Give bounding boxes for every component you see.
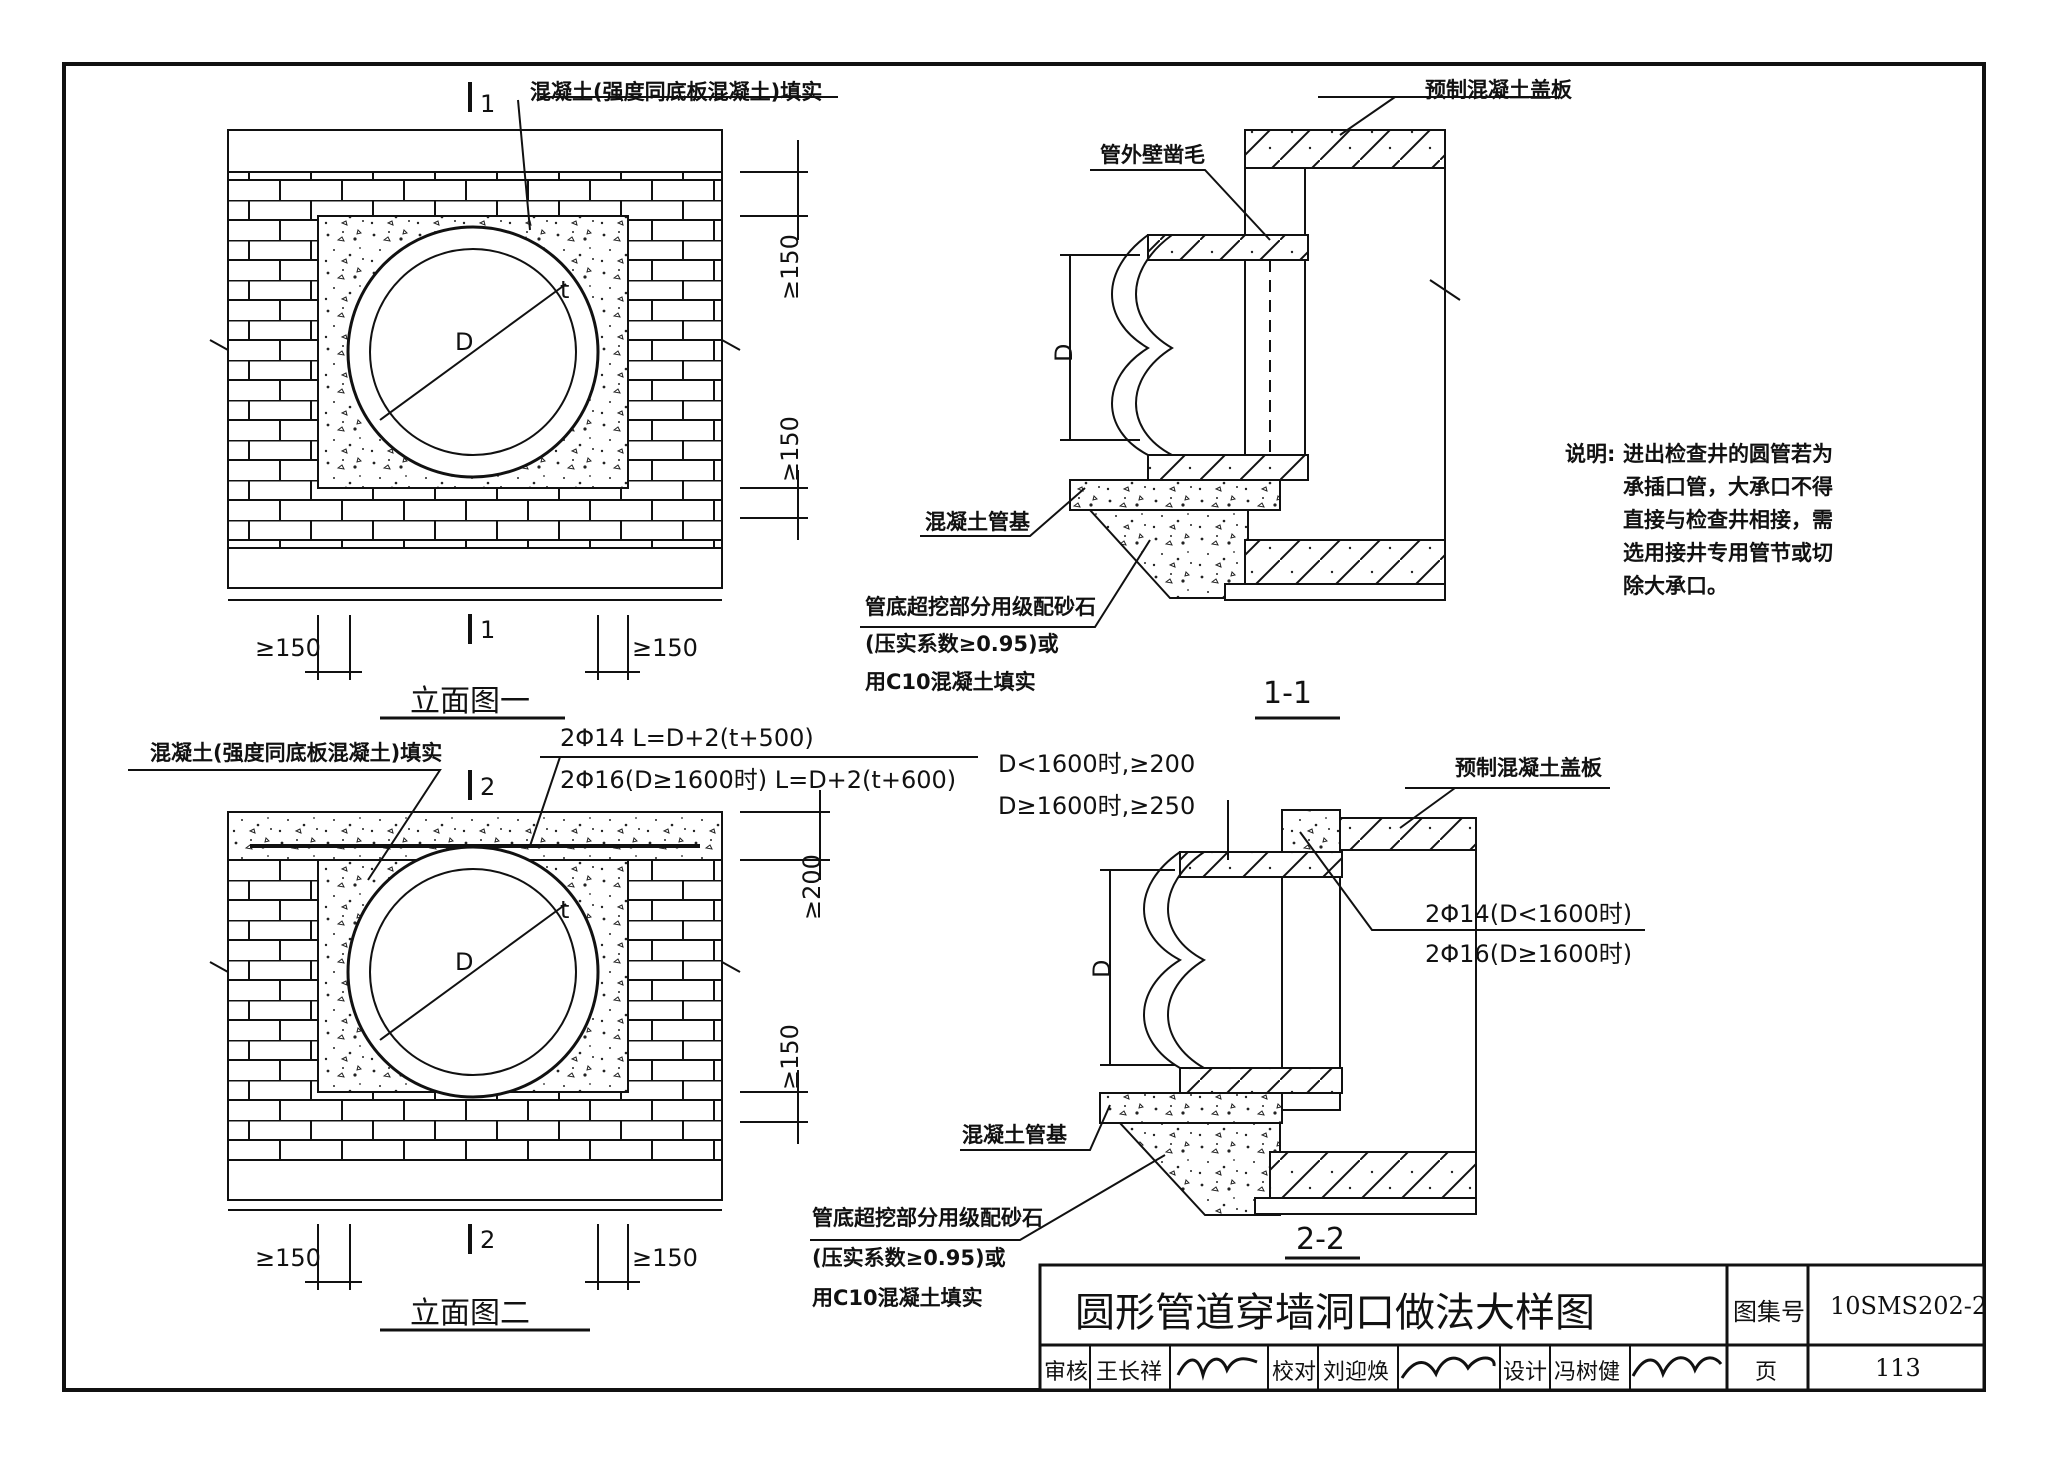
design-label: 设计 — [1503, 1360, 1548, 1385]
atlas-label: 图集号 — [1733, 1298, 1805, 1326]
elev1-dim-bottom: ≥150 — [776, 416, 804, 482]
elev2-rebar-line2: 2Φ16(D≥1600时) L=D+2(t+600) — [560, 766, 957, 794]
drawing-frame — [62, 62, 1986, 1392]
sec2-rebar-1: 2Φ14(D<1600时) — [1425, 900, 1633, 928]
review-label: 审核 — [1044, 1360, 1089, 1385]
sec2-cover-slab: 预制混凝土盖板 — [1455, 756, 1602, 780]
elev1-dim-top: ≥150 — [776, 234, 804, 300]
note-line-5: 除大承口。 — [1623, 574, 1728, 598]
elev1-thickness: t — [560, 276, 570, 304]
note-line-1: 进出检查井的圆管若为 — [1623, 442, 1833, 466]
note-line-3: 直接与检查井相接，需 — [1623, 508, 1833, 532]
explanation-note: 说明: 进出检查井的圆管若为 承插口管，大承口不得 直接与检查井相接，需 选用接… — [1565, 438, 1855, 603]
elev2-section-mark-top: 2 — [480, 773, 496, 801]
note-line-4: 选用接井专用管节或切 — [1623, 541, 1833, 565]
note-line-2: 承插口管，大承口不得 — [1623, 475, 1833, 499]
elev2-rebar-line1: 2Φ14 L=D+2(t+500) — [560, 724, 814, 752]
elevation-2 — [128, 756, 978, 1332]
section-2-2 — [810, 787, 1645, 1260]
elev1-fill-note: 混凝土(强度同底板混凝土)填实 — [530, 80, 823, 104]
elev2-section-mark-bottom: 2 — [480, 1226, 496, 1254]
elev2-dim-bottom: ≥150 — [776, 1024, 804, 1090]
sec2-pipe-base: 混凝土管基 — [962, 1123, 1067, 1147]
elev1-dim-left: ≥150 — [255, 634, 321, 662]
sec2-cond-2: D≥1600时,≥250 — [998, 792, 1196, 820]
elev2-thickness: t — [560, 896, 570, 924]
sec1-overdig-2: (压实系数≥0.95)或 — [865, 632, 1059, 656]
section-1-1 — [860, 96, 1560, 720]
note-label: 说明: — [1565, 442, 1616, 466]
checker-name: 刘迎焕 — [1323, 1360, 1390, 1385]
elev1-diameter: D — [455, 328, 474, 356]
sec2-overdig-2: (压实系数≥0.95)或 — [812, 1246, 1006, 1270]
sec1-roughen: 管外壁凿毛 — [1100, 143, 1205, 167]
drawing-title: 圆形管道穿墙洞口做法大样图 — [1075, 1290, 1595, 1336]
sec2-overdig-3: 用C10混凝土填实 — [812, 1286, 983, 1310]
checker-signature — [1400, 1356, 1496, 1379]
elev1-section-mark-top: 1 — [480, 90, 496, 118]
sec1-cover-slab: 预制混凝土盖板 — [1425, 78, 1572, 102]
reviewer-name: 王长祥 — [1096, 1360, 1163, 1385]
elev2-fill-note: 混凝土(强度同底板混凝土)填实 — [150, 741, 443, 765]
sec2-cond-1: D<1600时,≥200 — [998, 750, 1196, 778]
reviewer-signature — [1176, 1357, 1258, 1381]
elev2-dim-left: ≥150 — [255, 1244, 321, 1272]
title-block-frame — [1038, 1263, 1986, 1392]
elev2-caption: 立面图二 — [410, 1296, 530, 1331]
designer-signature — [1631, 1356, 1723, 1379]
sec2-overdig-1: 管底超挖部分用级配砂石 — [812, 1206, 1043, 1230]
atlas-number: 10SMS202-2 — [1830, 1292, 1988, 1320]
page-number: 113 — [1875, 1354, 1921, 1382]
sec2-caption: 2-2 — [1296, 1222, 1345, 1257]
sec1-pipe-base: 混凝土管基 — [925, 510, 1030, 534]
sec2-rebar-2: 2Φ16(D≥1600时) — [1425, 940, 1633, 968]
sec1-overdig-3: 用C10混凝土填实 — [865, 670, 1036, 694]
sec2-diameter: D — [1088, 959, 1116, 978]
elev1-dim-right: ≥150 — [632, 634, 698, 662]
elev2-dim-top: ≥200 — [798, 854, 826, 920]
elev2-diameter: D — [455, 948, 474, 976]
sec1-overdig-1: 管底超挖部分用级配砂石 — [865, 595, 1096, 619]
sec1-caption: 1-1 — [1263, 676, 1312, 711]
page-label: 页 — [1755, 1360, 1778, 1385]
designer-name: 冯树健 — [1554, 1360, 1621, 1385]
sec1-diameter: D — [1050, 343, 1078, 362]
elev1-caption: 立面图一 — [410, 684, 530, 719]
elev2-dim-right: ≥150 — [632, 1244, 698, 1272]
elev1-section-mark-bottom: 1 — [480, 616, 496, 644]
elevation-1 — [209, 82, 838, 720]
check-label: 校对 — [1272, 1360, 1317, 1385]
